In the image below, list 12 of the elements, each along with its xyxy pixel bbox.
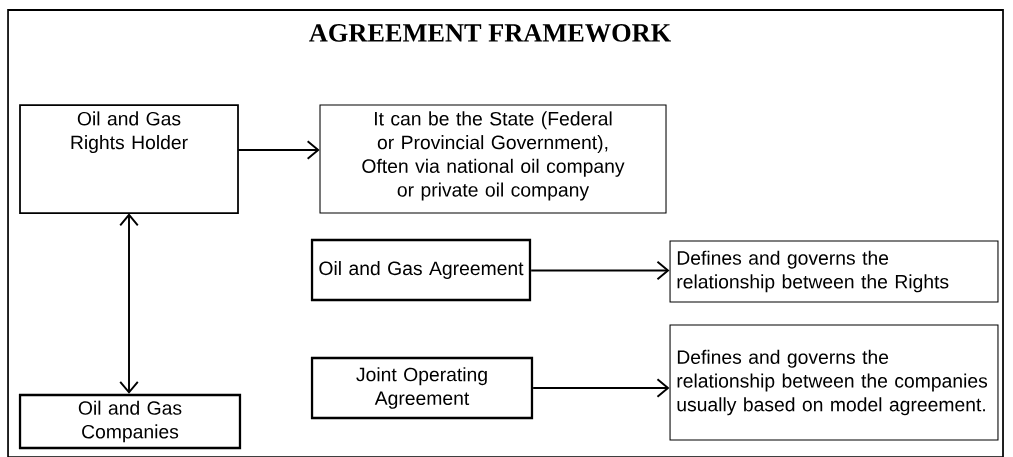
title: AGREEMENT FRAMEWORK — [309, 24, 671, 42]
arrow — [532, 378, 670, 398]
arrow — [237, 140, 320, 160]
process-box: Oil and Gas Companies — [18, 393, 242, 450]
process-box: Oil and Gas Rights Holder — [19, 104, 239, 214]
text-box: Defines and governs the relationship between the Rights — [669, 240, 999, 303]
arrow — [530, 260, 670, 281]
text-box: It can be the State (Federal or Provincial Government), Often via national oil company or private oil company — [319, 104, 667, 214]
process-box: Joint Operating Agreement — [310, 356, 534, 420]
process-box: Oil and Gas Agreement — [310, 238, 532, 302]
text-box: Defines and governs the relationship between the companies usually based on model agreement. — [669, 324, 999, 441]
arrow — [119, 213, 139, 394]
